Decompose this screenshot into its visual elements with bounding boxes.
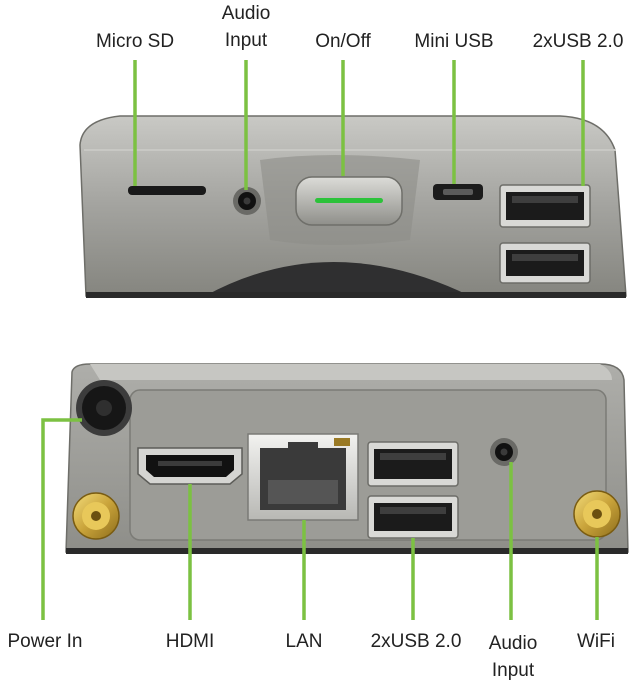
label-wifi: WiFi <box>577 631 615 652</box>
power-in-jack <box>76 380 132 436</box>
hdmi-port <box>137 447 243 485</box>
bottom-view-device <box>65 363 629 554</box>
top-view-device <box>79 115 627 298</box>
leader-lines <box>41 60 599 620</box>
label-on-off: On/Off <box>315 31 371 52</box>
top-case-base <box>86 292 626 298</box>
label-bottom-audio-input: Audio Input <box>488 633 538 681</box>
label-top-audio-input: Audio Input <box>221 3 271 51</box>
label-mini-usb: Mini USB <box>414 31 494 52</box>
label-power-in: Power In <box>7 631 83 652</box>
micro-sd-slot <box>128 186 206 195</box>
left-wifi-antenna-connector <box>72 492 120 540</box>
label-lan: LAN <box>285 631 323 652</box>
label-micro-sd: Micro SD <box>95 31 175 52</box>
right-wifi-antenna-connector <box>573 490 621 538</box>
bottom-usb-port-1 <box>367 441 459 487</box>
top-usb-port-1 <box>499 184 591 228</box>
label-top-usb: 2xUSB 2.0 <box>532 31 624 52</box>
leader-power-in <box>41 418 82 620</box>
label-hdmi: HDMI <box>165 631 215 652</box>
top-usb-port-2 <box>499 242 591 284</box>
power-led <box>315 198 383 203</box>
bottom-audio-jack <box>490 438 518 466</box>
bottom-case-top <box>90 364 612 380</box>
bottom-case-base <box>66 548 628 554</box>
lan-port <box>247 433 359 521</box>
bottom-usb-port-2 <box>367 495 459 539</box>
label-bottom-usb: 2xUSB 2.0 <box>370 631 462 652</box>
top-case-arch <box>205 262 470 296</box>
